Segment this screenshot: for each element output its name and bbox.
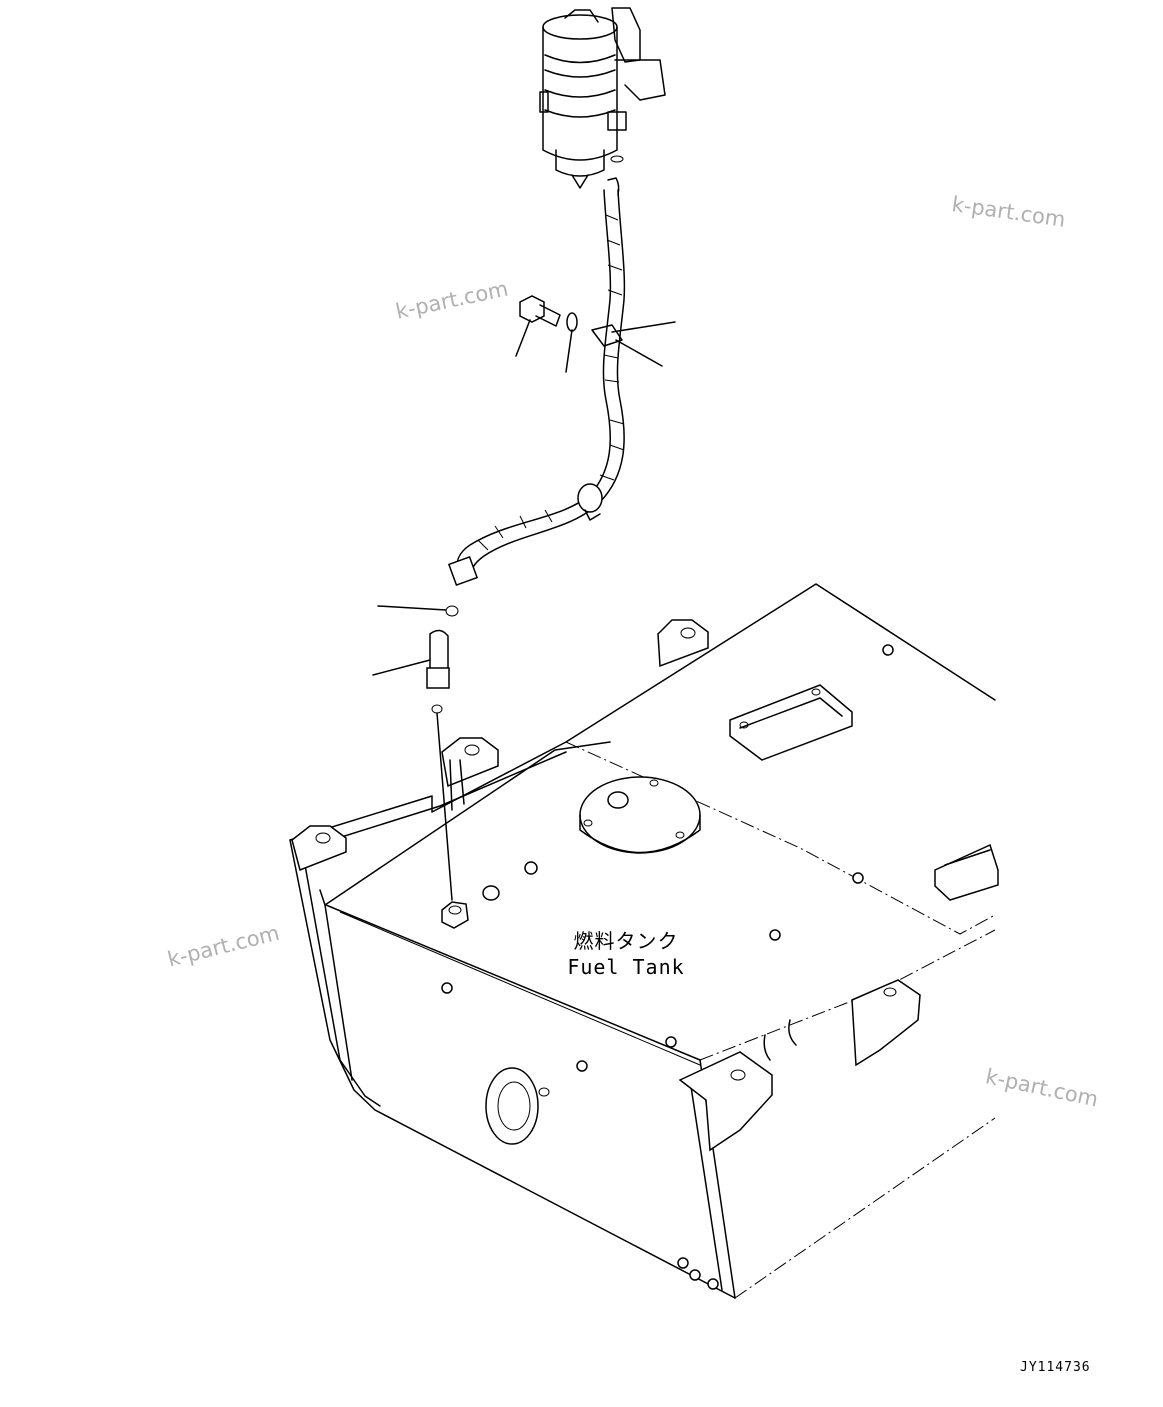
drawing-code: JY114736 — [1020, 1360, 1091, 1375]
hose-clamp-bolt — [515, 295, 676, 373]
fuel-tank — [289, 583, 999, 1299]
fuel-tank-label-jp: 燃料タンク — [573, 929, 679, 953]
fuel-tank-label: 燃料タンク Fuel Tank — [556, 928, 696, 980]
fuel-filter — [539, 7, 666, 189]
fuel-tank-label-en: Fuel Tank — [567, 955, 685, 979]
elbow-fitting — [372, 605, 459, 901]
fuel-hose — [447, 177, 626, 587]
